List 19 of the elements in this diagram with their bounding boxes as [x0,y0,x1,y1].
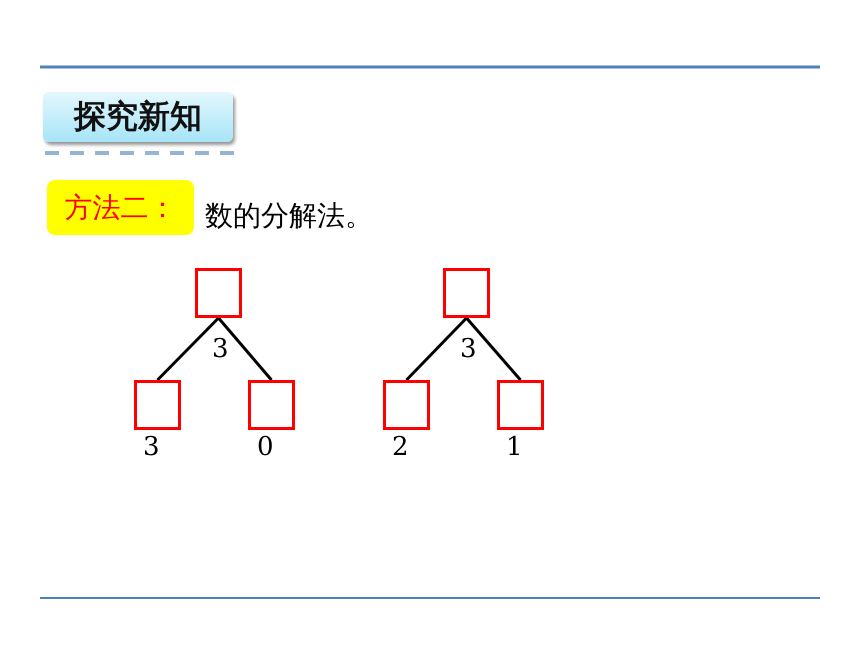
method-description: 数的分解法。 [205,198,373,234]
answer-box [497,380,544,430]
section-title-box: 探究新知 [43,92,233,142]
number-label: 1 [506,434,523,460]
connector-line [217,317,273,381]
connector-line [156,316,220,382]
connector-line [465,317,522,381]
method-label-box: 方法二： [47,180,194,235]
number-label: 3 [212,336,229,362]
number-label: 2 [392,434,409,460]
answer-box [195,268,242,318]
answer-box [383,380,430,430]
number-label: 3 [143,434,160,460]
number-label: 3 [460,336,477,362]
answer-box [443,268,490,318]
connector-line [405,316,468,382]
answer-box [134,380,181,430]
number-label: 0 [257,434,274,460]
answer-box [248,380,295,430]
